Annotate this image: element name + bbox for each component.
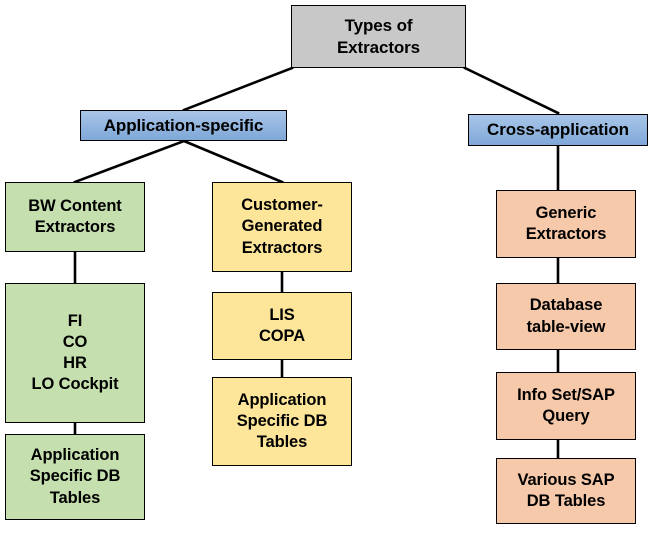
node-line: Generated bbox=[241, 217, 323, 236]
node-generic-extractors[interactable]: Generic Extractors bbox=[496, 190, 636, 258]
node-line: Customer- bbox=[241, 196, 323, 215]
node-bw-content-modules[interactable]: FI CO HR LO Cockpit bbox=[5, 283, 145, 423]
node-line: Specific DB bbox=[29, 467, 121, 486]
node-line: Types of bbox=[344, 15, 413, 35]
node-database-table-view[interactable]: Database table-view bbox=[496, 283, 636, 350]
node-line: LIS bbox=[269, 305, 295, 324]
node-line: COPA bbox=[258, 327, 306, 345]
node-customer-application-specific-db-tables[interactable]: Application Specific DB Tables bbox=[212, 377, 352, 466]
edge-appspecific-to-bw-content bbox=[73, 139, 186, 184]
node-line: Application bbox=[237, 390, 327, 409]
node-line: Specific DB bbox=[236, 411, 328, 430]
node-line: Extractors bbox=[336, 37, 421, 57]
node-line: Various SAP bbox=[517, 470, 615, 489]
node-line: CO bbox=[62, 332, 88, 351]
node-bw-application-specific-db-tables[interactable]: Application Specific DB Tables bbox=[5, 434, 145, 520]
node-line: Tables bbox=[49, 488, 101, 507]
node-bw-content-extractors[interactable]: BW Content Extractors bbox=[5, 182, 145, 252]
node-line: Tables bbox=[256, 433, 308, 452]
node-cross-application[interactable]: Cross-application bbox=[468, 114, 648, 146]
node-line: Cross-application bbox=[487, 120, 629, 140]
node-line: HR bbox=[63, 354, 87, 372]
node-info-set-sap-query[interactable]: Info Set/SAP Query bbox=[496, 372, 636, 440]
node-line: Info Set/SAP bbox=[517, 385, 615, 404]
node-line: Application-specific bbox=[103, 115, 264, 135]
node-application-specific[interactable]: Application-specific bbox=[80, 110, 287, 141]
node-line: Extractors bbox=[241, 238, 323, 257]
node-line: table-view bbox=[526, 317, 606, 336]
node-line: Database bbox=[529, 296, 603, 315]
node-line: Application bbox=[30, 446, 120, 465]
node-line: LO Cockpit bbox=[31, 375, 119, 394]
node-line: Extractors bbox=[525, 225, 607, 243]
node-line: DB Tables bbox=[526, 492, 606, 510]
node-lis-copa[interactable]: LIS COPA bbox=[212, 292, 352, 360]
node-line: BW Content bbox=[28, 196, 122, 215]
node-line: Generic bbox=[535, 203, 597, 222]
node-line: FI bbox=[67, 311, 83, 330]
node-line: Extractors bbox=[34, 218, 116, 236]
node-various-sap-db-tables[interactable]: Various SAP DB Tables bbox=[496, 458, 636, 524]
node-customer-generated-extractors[interactable]: Customer- Generated Extractors bbox=[212, 182, 352, 272]
edge-appspecific-to-customer-generated bbox=[182, 139, 284, 184]
edge-root-to-cross-application bbox=[463, 66, 560, 115]
edge-root-to-application-specific bbox=[182, 66, 294, 112]
node-line: Query bbox=[542, 407, 590, 425]
node-types-of-extractors[interactable]: Types of Extractors bbox=[291, 5, 466, 68]
